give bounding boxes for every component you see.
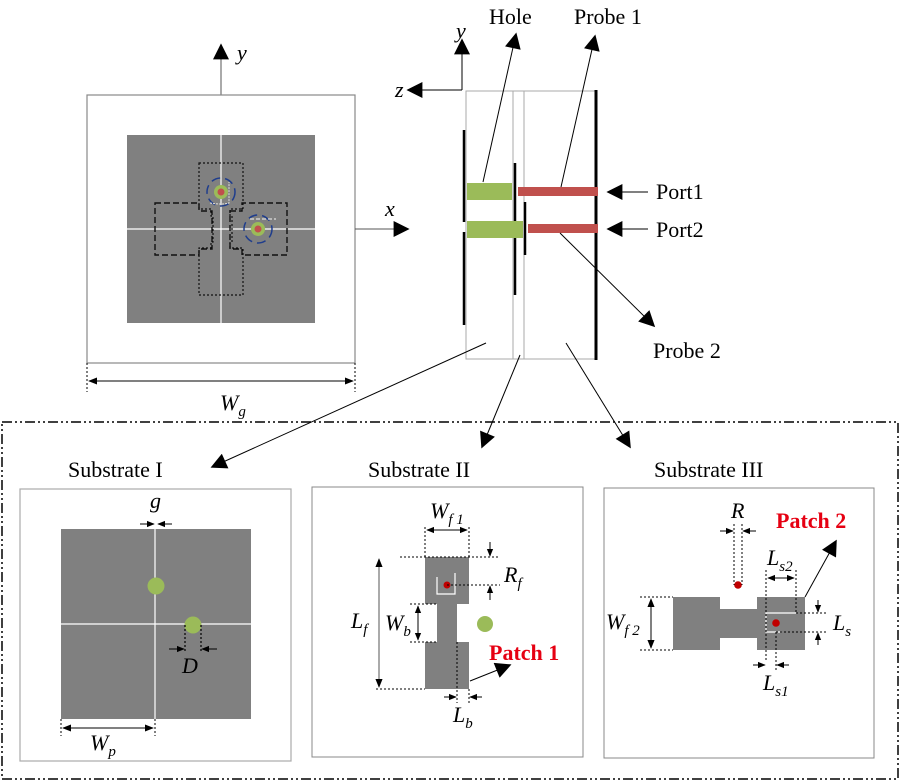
substrate-1-title: Substrate I	[68, 457, 163, 482]
dim-lb-label: Lb	[452, 702, 473, 732]
substrate-3-title: Substrate III	[654, 457, 763, 482]
substrate-3-panel: Substrate III R Patch 2 Ls2 Wf 2 Ls	[603, 457, 875, 759]
dim-rf-label: Rf	[503, 562, 523, 592]
patch-2-label: Patch 2	[776, 508, 846, 533]
leader-to-substrate-1	[210, 342, 487, 469]
probe1-label: Probe 1	[574, 4, 642, 29]
top-feed1-outline	[198, 162, 244, 296]
substrate-3-feed-point	[772, 619, 780, 627]
patch-1-label: Patch 1	[489, 640, 559, 665]
leader-to-substrate-2	[480, 354, 521, 449]
top-via-2	[243, 214, 276, 244]
substrate-2-hole	[477, 616, 493, 632]
top-feed2-outline	[154, 202, 288, 256]
substrate-1-panel: Substrate I g D Wp	[19, 457, 292, 762]
dim-wp-label: Wp	[90, 730, 116, 760]
side-probe-2	[528, 224, 598, 233]
port1-label: Port1	[656, 179, 704, 204]
substrate-1-hole-2	[184, 616, 202, 634]
side-hole-2	[467, 221, 523, 238]
dim-ls2-label: Ls2	[766, 545, 793, 575]
leader-to-substrate-3	[565, 342, 631, 449]
port2-label: Port2	[656, 217, 704, 242]
hole-leader	[482, 32, 521, 183]
hole-label: Hole	[489, 4, 532, 29]
top-y-axis-label: y	[235, 40, 247, 65]
probe2-leader	[559, 232, 656, 328]
dim-ls1-label: Ls1	[762, 670, 789, 700]
top-x-axis-label: x	[384, 196, 395, 221]
dim-d-label: D	[181, 653, 198, 678]
substrate-3-hole-feed-point	[734, 581, 742, 589]
substrate-1-hole-1	[147, 577, 165, 595]
top-via-1	[206, 177, 236, 207]
substrate-2-panel: Substrate II Wf 1 Rf Lf Wb Lb	[311, 457, 584, 758]
wg-dimension-label: Wg	[220, 390, 246, 420]
substrate-2-feed-line	[425, 557, 469, 689]
side-view: y z Hole Probe 1 Port1 Port2 Probe 2	[210, 4, 721, 469]
probe1-leader	[560, 34, 600, 188]
side-y-axis-label: y	[454, 18, 466, 43]
patch-2-leader	[804, 539, 837, 598]
substrate-3-feed-line	[673, 597, 805, 650]
dim-lf-label: Lf	[350, 608, 369, 638]
probe2-label: Probe 2	[653, 338, 721, 363]
substrate-2-slot	[436, 573, 456, 595]
side-probe-1	[518, 187, 598, 196]
dim-ls-label: Ls	[832, 610, 851, 640]
dim-wf1-label: Wf 1	[430, 498, 464, 528]
side-hole-1	[467, 183, 512, 200]
dim-wb-label: Wb	[385, 610, 411, 640]
dim-r-label: R	[730, 498, 745, 523]
dim-wf2-label: Wf 2	[606, 609, 640, 639]
substrate-detail-frame	[1, 421, 899, 780]
dim-g-label: g	[150, 488, 161, 513]
top-view: y x Wg	[86, 40, 410, 420]
patch-1-leader	[469, 662, 512, 682]
substrate-2-title: Substrate II	[368, 457, 470, 482]
side-z-axis-label: z	[394, 77, 404, 102]
